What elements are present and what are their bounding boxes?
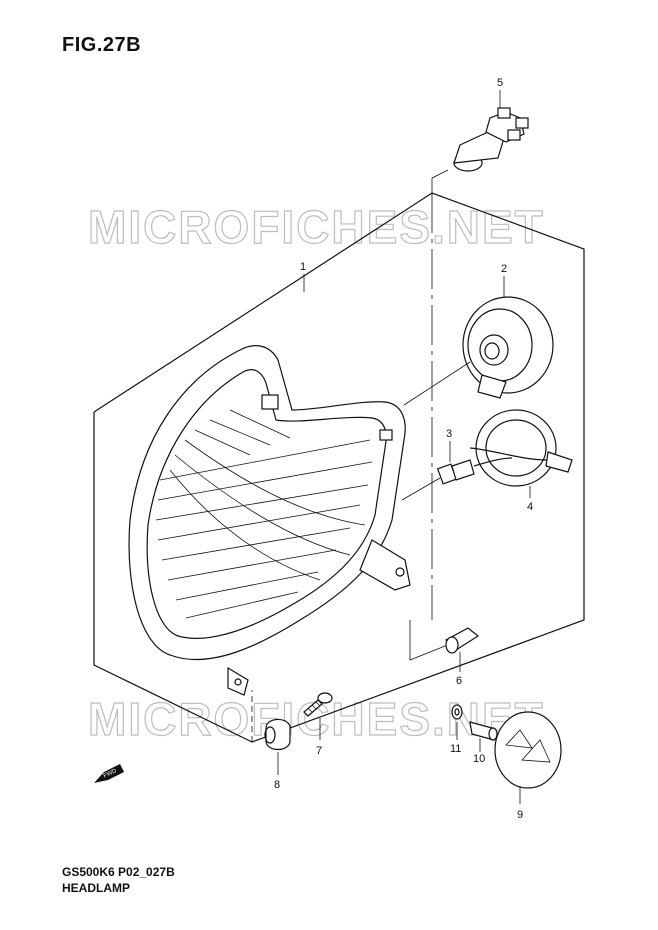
callout-1: 1 — [300, 261, 306, 273]
callout-4: 4 — [527, 501, 533, 513]
position-bulb-socket — [401, 441, 513, 501]
cushion — [264, 718, 291, 775]
callout-6: 6 — [456, 675, 462, 687]
diagram-name: HEADLAMP — [62, 881, 130, 895]
callout-numbers: 1 2 3 4 5 6 7 8 9 10 11 — [274, 77, 533, 821]
callout-11: 11 — [450, 743, 461, 755]
callout-2: 2 — [501, 263, 507, 275]
socket-cover — [469, 409, 573, 498]
headlamp-housing — [128, 345, 411, 696]
callout-10: 10 — [473, 753, 485, 765]
watermark-top: MICROFICHES.NET — [88, 201, 545, 253]
figure-title: FIG.27B — [62, 34, 142, 56]
washer — [451, 704, 463, 740]
screw — [303, 692, 333, 740]
callout-5: 5 — [497, 77, 503, 89]
assembly-outline — [93, 169, 585, 743]
reflector — [494, 711, 562, 804]
diagram-code: GS500K6 P02_027B — [62, 865, 175, 879]
position-bulb — [445, 627, 480, 672]
headlamp-bulb — [453, 90, 529, 172]
fwd-label: FWD — [103, 768, 119, 779]
callout-7: 7 — [316, 745, 322, 757]
bulb-socket — [403, 276, 554, 406]
callout-3: 3 — [446, 428, 452, 440]
bolt — [469, 721, 498, 752]
fwd-direction-badge: FWD — [94, 764, 124, 783]
callout-8: 8 — [274, 779, 280, 791]
callout-9: 9 — [517, 809, 523, 821]
